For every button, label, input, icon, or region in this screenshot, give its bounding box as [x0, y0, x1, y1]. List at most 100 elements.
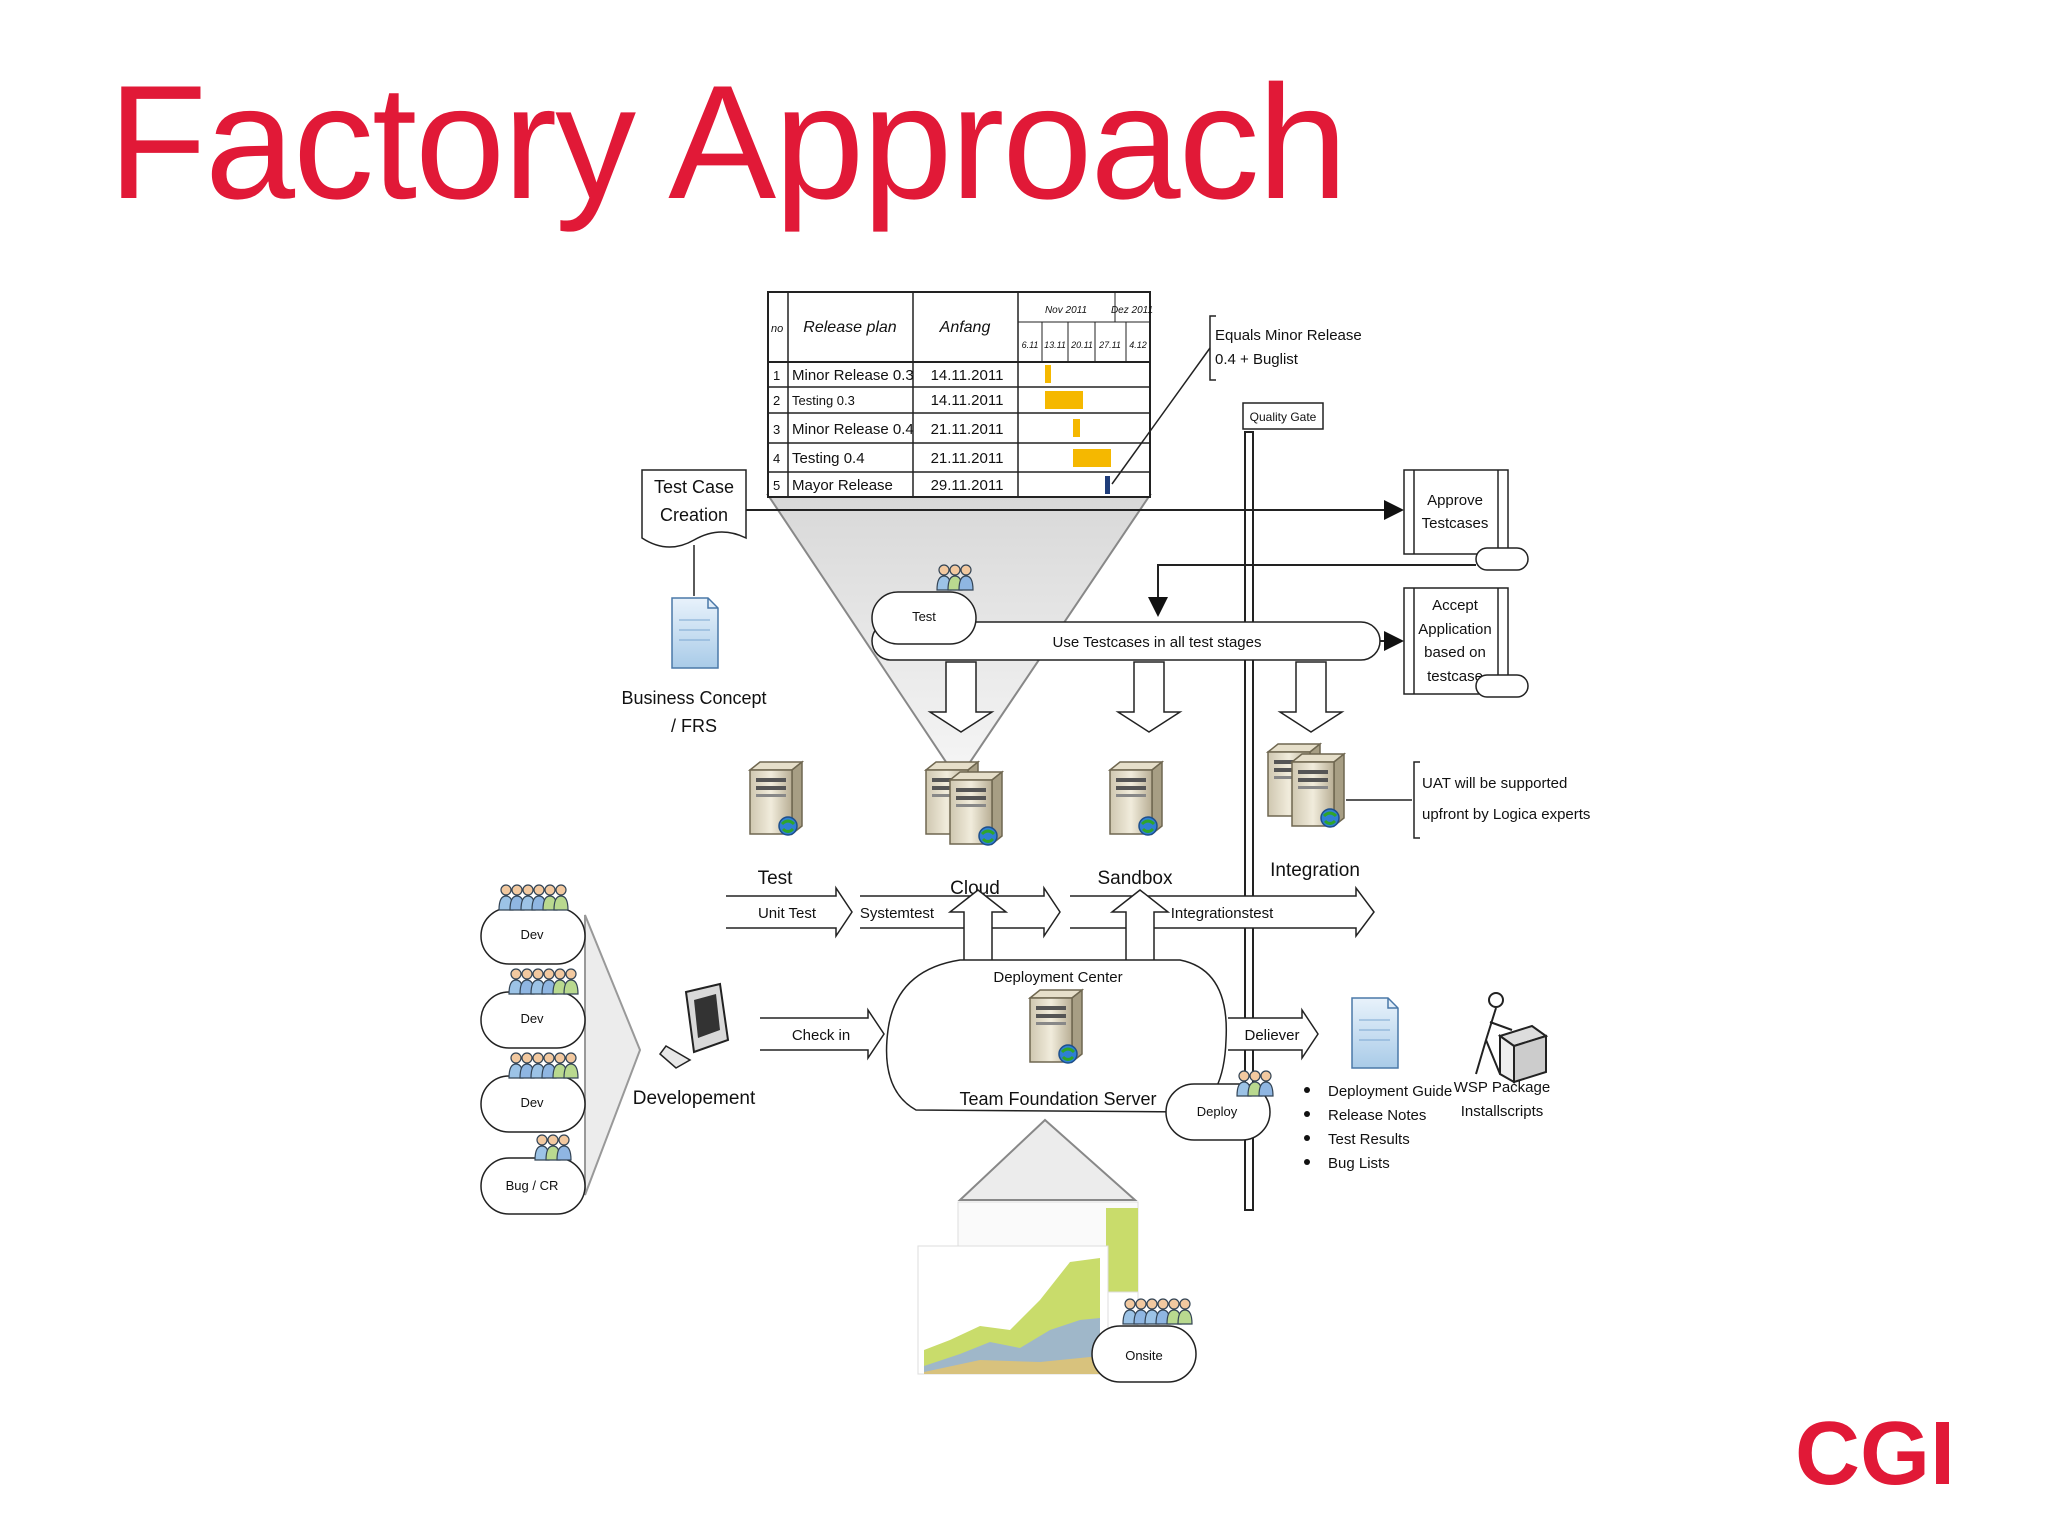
flow-label-unit-test: Unit Test: [758, 905, 817, 922]
team-label: Dev: [520, 927, 544, 942]
gantt-row-no: 3: [773, 422, 780, 437]
wsp-label: Installscripts: [1461, 1103, 1544, 1120]
gantt-week-label: 20.11: [1070, 340, 1093, 350]
svg-text:upfront by Logica experts: upfront by Logica experts: [1422, 806, 1590, 823]
svg-text:Accept: Accept: [1432, 597, 1479, 614]
deploy-label: Deploy: [1197, 1104, 1238, 1119]
reporting-funnel: [957, 1118, 1138, 1201]
gantt-week-label: 27.11: [1098, 340, 1121, 350]
dev-team-bubble: Dev: [480, 884, 586, 965]
bug-cr-team-bubble: Bug / CR: [480, 1134, 586, 1215]
svg-text:based on: based on: [1424, 644, 1486, 661]
gantt-week-label: 13.11: [1044, 340, 1066, 350]
gantt-row-no: 2: [773, 393, 780, 408]
deployment-center-label: Deployment Center: [993, 969, 1122, 986]
wsp-label: WSP Package: [1454, 1079, 1550, 1096]
dev-teams-funnel: [584, 914, 642, 1196]
svg-text:Approve: Approve: [1427, 492, 1483, 509]
gantt-row-start: 29.11.2011: [931, 477, 1004, 494]
list-item: Test Results: [1328, 1131, 1410, 1148]
onsite-team-bubble: Onsite: [1091, 1298, 1197, 1383]
tfs-label: Team Foundation Server: [959, 1089, 1156, 1109]
deploy-bubble: Deploy: [1165, 1070, 1274, 1141]
dev-team-bubble: Dev: [480, 968, 586, 1049]
test-server-icon: [748, 760, 804, 837]
gantt-bar: [1073, 449, 1111, 467]
server-label-cloud: Cloud: [950, 878, 1000, 899]
flow-label-deliver: Deliever: [1244, 1027, 1299, 1044]
gantt-week-label: 4.12: [1129, 340, 1147, 350]
gantt-row-no: 4: [773, 451, 780, 466]
callout-line: Equals Minor Release: [1215, 327, 1362, 344]
quality-gate: Quality Gate: [1242, 402, 1324, 1211]
server-label-test: Test: [758, 868, 794, 889]
stage-down-arrows: [927, 661, 1345, 733]
list-item: Release Notes: [1328, 1107, 1426, 1124]
test-flow-arrows: [726, 885, 1375, 939]
team-label: Dev: [520, 1095, 544, 1110]
uat-note: UAT will be supported upfront by Logica …: [1346, 761, 1590, 839]
business-concept-label: / FRS: [671, 716, 717, 736]
document-icon: [671, 597, 719, 669]
svg-text:Testcases: Testcases: [1422, 515, 1489, 532]
test-team-label: Test: [912, 609, 936, 624]
list-item: Deployment Guide: [1328, 1083, 1452, 1100]
cloud-server-icon: [924, 760, 1004, 847]
gantt-row-start: 21.11.2011: [931, 421, 1004, 438]
gantt-bar: [1045, 391, 1083, 409]
svg-text:testcase: testcase: [1427, 668, 1483, 685]
gantt-header-release-plan: Release plan: [803, 319, 897, 336]
gantt-row-name: Testing 0.4: [792, 450, 865, 467]
gantt-header-anfang: Anfang: [939, 319, 991, 336]
package-worker-icon: [1475, 992, 1549, 1084]
business-concept-label: Business Concept: [621, 688, 766, 708]
deployment-center: Deployment Center Team Foundation Server: [885, 959, 1228, 1113]
test-team-bubble: Test: [871, 564, 977, 645]
gantt-row-name: Mayor Release: [792, 477, 893, 494]
gantt-bar: [1073, 419, 1080, 437]
approval-return-line: [1148, 564, 1476, 617]
team-label: Dev: [520, 1011, 544, 1026]
gantt-header-no: no: [771, 323, 783, 335]
callout-line: 0.4 + Buglist: [1215, 351, 1299, 368]
gantt-row-name: Testing 0.3: [792, 393, 855, 408]
svg-text:Test Case: Test Case: [654, 477, 734, 497]
list-item: Bug Lists: [1328, 1155, 1390, 1172]
deploy-up-arrows: [947, 889, 1171, 960]
test-case-creation: Test Case Creation: [641, 469, 747, 596]
gantt-week-label: 6.11: [1022, 340, 1039, 350]
gantt-bar: [1045, 365, 1051, 383]
svg-text:Application: Application: [1418, 621, 1491, 638]
sandbox-server-icon: [1108, 760, 1164, 837]
gantt-row-start: 14.11.2011: [931, 367, 1004, 384]
gantt-month-dec: Dez 2011: [1111, 305, 1153, 316]
accept-application-box: Accept Application based on testcase: [1403, 587, 1529, 698]
slide-title: Factory Approach: [108, 52, 1348, 233]
document-icon: [1351, 997, 1399, 1069]
svg-text:UAT will be supported: UAT will be supported: [1422, 775, 1567, 792]
flow-label-integrationstest: Integrationstest: [1171, 905, 1274, 922]
team-label: Bug / CR: [506, 1178, 559, 1193]
deliverables-list: Deployment Guide Release Notes Test Resu…: [1304, 1083, 1452, 1172]
tfs-server-icon: [1028, 988, 1084, 1065]
quality-gate-label: Quality Gate: [1250, 410, 1317, 424]
release-plan-table: no Release plan Anfang Nov 2011 Dez 2011…: [767, 291, 1153, 498]
approve-testcases-box: Approve Testcases: [1403, 469, 1529, 571]
development-label: Developement: [633, 1088, 756, 1109]
use-testcases-band: Use Testcases in all test stages: [871, 621, 1404, 661]
checkin-deliver-arrows: [760, 1007, 1319, 1061]
onsite-label: Onsite: [1125, 1348, 1163, 1363]
gantt-row-name: Minor Release 0.4: [792, 421, 914, 438]
gantt-month-nov: Nov 2011: [1045, 305, 1087, 316]
use-testcases-label: Use Testcases in all test stages: [1053, 634, 1262, 651]
buglist-callout: Equals Minor Release 0.4 + Buglist: [1111, 315, 1362, 485]
gantt-row-no: 1: [773, 368, 780, 383]
workstation-icon: [658, 982, 730, 1069]
gantt-row-no: 5: [773, 478, 780, 493]
gantt-row-name: Minor Release 0.3: [792, 367, 914, 384]
dev-team-bubble: Dev: [480, 1052, 586, 1133]
flow-label-systemtest: Systemtest: [860, 905, 935, 922]
server-label-sandbox: Sandbox: [1097, 868, 1173, 889]
flow-label-check-in: Check in: [792, 1027, 850, 1044]
